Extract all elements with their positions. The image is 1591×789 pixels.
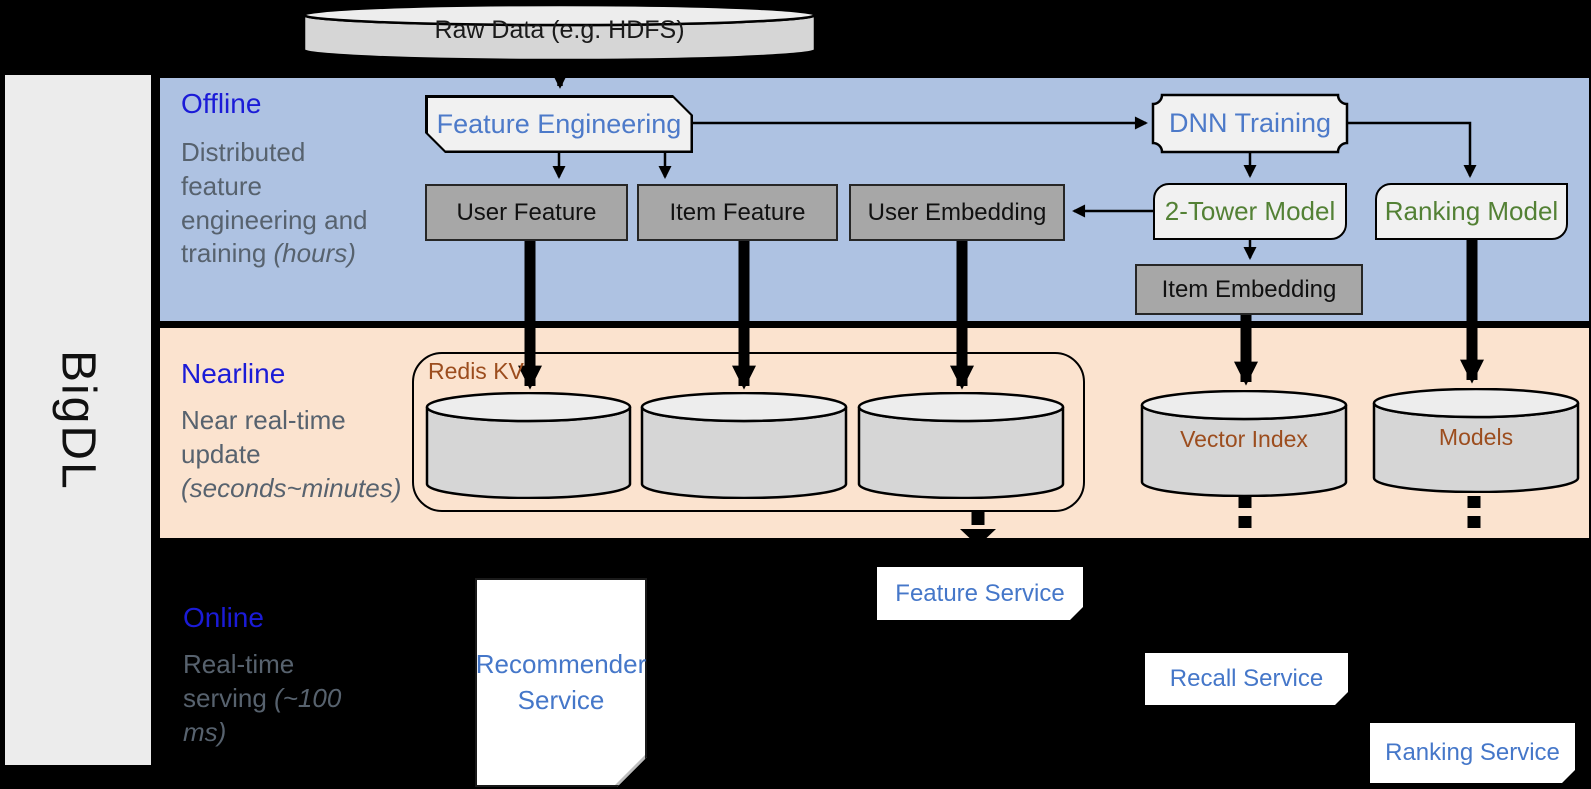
offline-description: Distributed feature engineering and trai… <box>181 137 368 269</box>
bigdl-bar: BigDL <box>5 75 151 765</box>
online-heading: Online <box>183 602 264 633</box>
node-item-feature: Item Feature <box>637 184 838 241</box>
online-description: Real-time serving (~100 ms) <box>183 649 342 747</box>
plaque-shape <box>1151 93 1349 154</box>
service-recommender: Recommender Service <box>475 578 647 787</box>
raw-data-cylinder <box>302 3 817 62</box>
models-label: Models <box>1438 423 1514 450</box>
vector-index-label: Vector Index <box>1180 426 1308 453</box>
raw-data-label: Raw Data (e.g. HDFS) <box>434 16 685 44</box>
cylinder-shape <box>1372 387 1580 494</box>
redis-kv-label: Redis KV <box>428 358 524 384</box>
nearline-heading: Nearline <box>181 358 286 389</box>
node-two-tower-model: 2-Tower Model <box>1153 183 1347 240</box>
node-user-feature: User Feature <box>425 184 628 241</box>
models-cylinder: Models <box>1372 387 1580 494</box>
vector-index-cylinder: Vector Index <box>1140 389 1348 498</box>
bigdl-label: BigDL <box>51 349 105 491</box>
kv-cylinder-1 <box>425 392 632 499</box>
node-feature-engineering: Feature Engineering <box>425 95 693 153</box>
service-recall: Recall Service <box>1145 653 1348 705</box>
service-feature: Feature Service <box>877 567 1083 620</box>
node-item-embedding: Item Embedding <box>1135 264 1363 315</box>
node-dnn-training: DNN Training <box>1151 93 1349 154</box>
kv-cylinder-2 <box>640 392 848 499</box>
arrow-dnn-to-ranking-model <box>1347 121 1477 178</box>
node-ranking-model: Ranking Model <box>1375 183 1568 240</box>
service-ranking: Ranking Service <box>1370 723 1575 783</box>
node-user-embedding: User Embedding <box>849 184 1065 241</box>
offline-heading: Offline <box>181 88 262 119</box>
cylinder-shape <box>1140 389 1348 498</box>
kv-cylinder-3 <box>857 392 1065 499</box>
dashed-arrowhead-feature-service <box>960 529 996 546</box>
nearline-description: Near real-time update (seconds~minutes) <box>181 405 402 503</box>
